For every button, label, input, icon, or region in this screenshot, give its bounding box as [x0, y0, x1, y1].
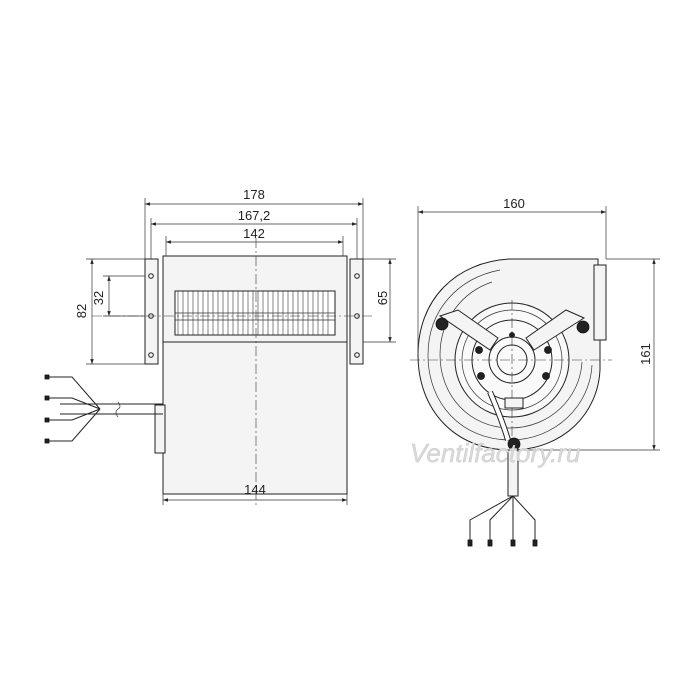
lead-wires-side: [469, 495, 536, 543]
dim-overall-width: 178: [243, 187, 265, 202]
impeller-blades: [177, 291, 329, 335]
dim-housing-width: 144: [244, 482, 266, 497]
dim-outlet-height: 65: [375, 291, 390, 305]
right-flange: [349, 258, 364, 365]
dim-hole-span-inner: 32: [91, 291, 106, 305]
dim-side-width: 160: [503, 196, 525, 211]
front-view: 178 167,2 142 144 82 32 65: [44, 187, 396, 505]
dim-inlet-width: 142: [243, 226, 265, 241]
left-flange: [144, 258, 159, 365]
lead-wires-front: [45, 376, 101, 442]
dim-flange-span: 167,2: [238, 208, 271, 223]
dim-side-height: 161: [638, 343, 653, 365]
side-view: 160 161: [410, 196, 660, 547]
watermark: Ventilfactory.ru: [410, 438, 581, 468]
cable-bracket: [154, 404, 166, 454]
dim-hole-span-outer: 82: [74, 304, 89, 318]
